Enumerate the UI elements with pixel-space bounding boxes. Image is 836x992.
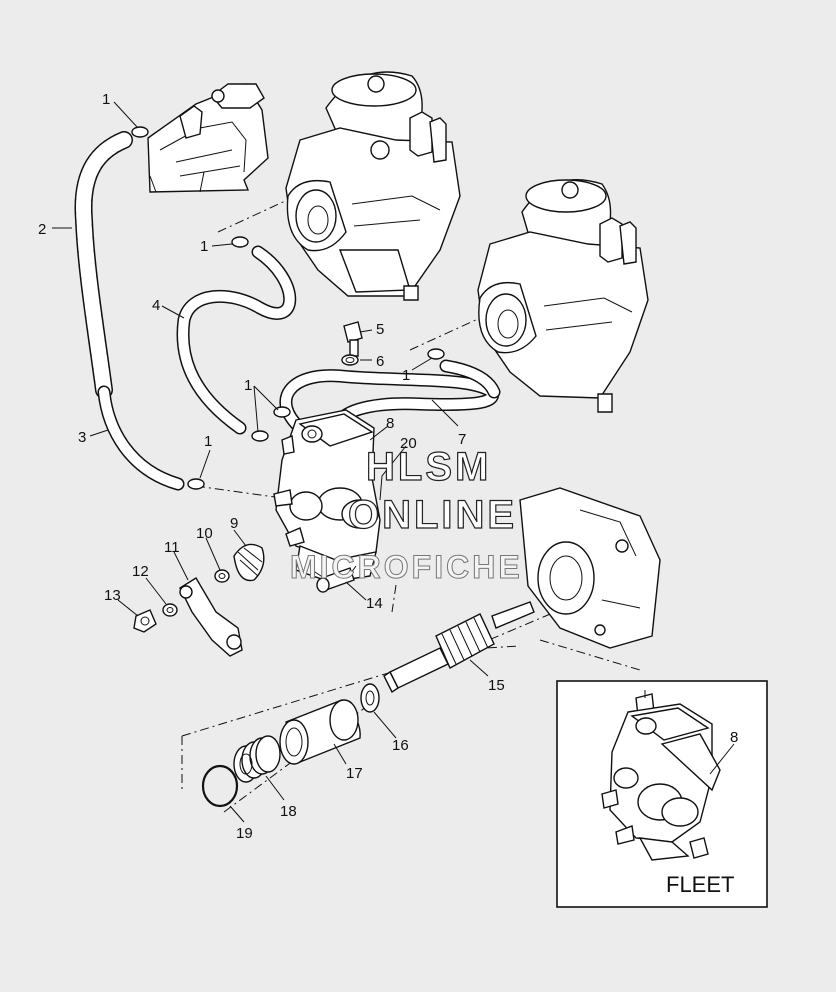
hose-4 bbox=[176, 245, 297, 435]
screw-14 bbox=[316, 567, 355, 593]
fleet-fuel-pump bbox=[601, 690, 721, 861]
sleeve-17 bbox=[279, 699, 361, 765]
watermark-line-1: HLSM bbox=[366, 445, 491, 489]
fitting-and-washer bbox=[341, 321, 363, 366]
carburetor-upper bbox=[285, 71, 461, 301]
callout-18: 18 bbox=[280, 803, 297, 820]
callout-labels: 1 2 1 4 5 6 1 1 8 20 7 3 1 9 10 11 12 13… bbox=[38, 91, 505, 842]
callout-19: 19 bbox=[236, 825, 253, 842]
washer-16 bbox=[360, 683, 380, 713]
callout-11: 11 bbox=[164, 539, 180, 556]
callout-1: 1 bbox=[200, 238, 208, 255]
lever-linkage bbox=[133, 543, 265, 657]
inset-label: FLEET bbox=[666, 872, 734, 897]
callout-8-inset: 8 bbox=[730, 729, 738, 746]
hose-2 bbox=[74, 131, 133, 399]
callout-4: 4 bbox=[152, 297, 160, 314]
callout-12: 12 bbox=[132, 563, 149, 580]
callout-1: 1 bbox=[244, 377, 252, 394]
callout-1: 1 bbox=[204, 433, 212, 450]
fuel-pump-assembly bbox=[273, 409, 381, 583]
callout-7: 7 bbox=[458, 431, 466, 448]
watermark-line-3: MICROFICHE bbox=[290, 549, 523, 585]
callout-3: 3 bbox=[78, 429, 86, 446]
crankcase-right bbox=[519, 487, 661, 649]
callout-5: 5 bbox=[376, 321, 384, 338]
fleet-inset: 8 FLEET bbox=[556, 680, 768, 908]
inset-leader bbox=[709, 743, 735, 775]
callout-14: 14 bbox=[366, 595, 383, 612]
carburetor-right bbox=[477, 179, 649, 413]
callout-1: 1 bbox=[102, 91, 110, 108]
callout-9: 9 bbox=[230, 515, 238, 532]
callout-15: 15 bbox=[488, 677, 505, 694]
callout-1: 1 bbox=[402, 367, 410, 384]
watermark-line-2: ONLINE bbox=[348, 493, 517, 537]
shaft-15 bbox=[383, 601, 535, 694]
o-ring-19 bbox=[201, 764, 239, 808]
watermark: HLSM ONLINE MICROFICHE bbox=[290, 444, 523, 585]
leader-lines bbox=[52, 101, 489, 823]
engine-block-upper bbox=[147, 83, 269, 193]
callout-6: 6 bbox=[376, 353, 384, 370]
hose-7 bbox=[279, 359, 501, 435]
callout-2: 2 bbox=[38, 221, 46, 238]
callout-8: 8 bbox=[386, 415, 394, 432]
callout-16: 16 bbox=[392, 737, 409, 754]
callout-17: 17 bbox=[346, 765, 363, 782]
callout-10: 10 bbox=[196, 525, 213, 542]
hose-3 bbox=[97, 385, 185, 491]
hose-clamps bbox=[131, 126, 445, 490]
callout-20: 20 bbox=[400, 435, 417, 452]
callout-13: 13 bbox=[104, 587, 121, 604]
spring-18 bbox=[233, 735, 281, 783]
